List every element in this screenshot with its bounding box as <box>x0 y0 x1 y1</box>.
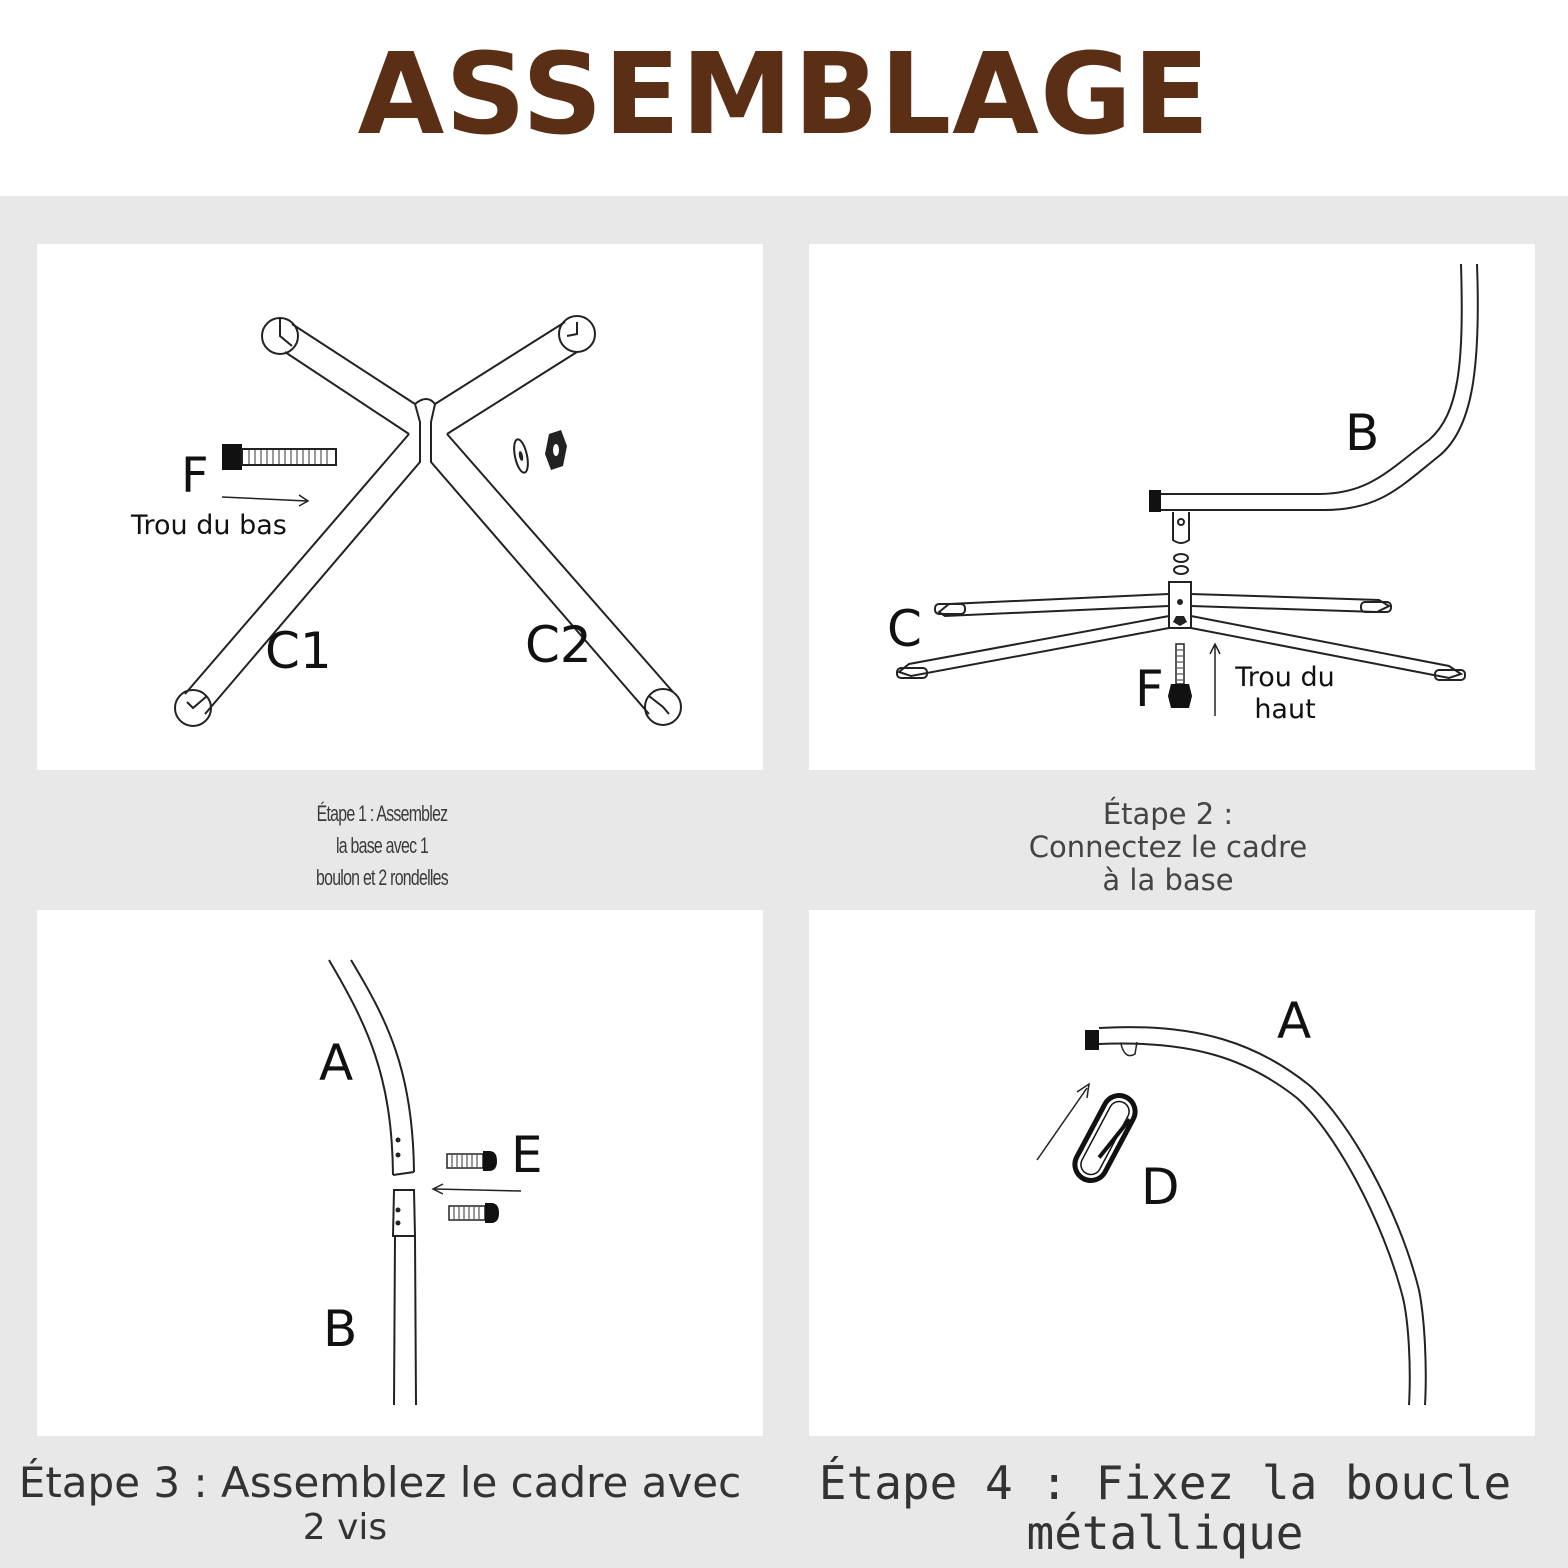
frame-to-base-diagram: B C F Trou du haut <box>887 263 1479 725</box>
frame-hook-hole <box>1120 1041 1138 1057</box>
frame-a-right <box>350 959 415 1173</box>
washer <box>1173 565 1189 575</box>
label-top-hole-2: haut <box>1254 694 1315 725</box>
step-2-caption-line: Connectez le cadre <box>1028 830 1308 864</box>
step-2-caption-line: à la base <box>1102 863 1234 897</box>
step-1-caption-line: boulon et 2 rondelles <box>316 865 449 890</box>
step-3-caption-line: Étape 3 : Assemblez le cadre avec <box>18 1458 742 1507</box>
arrow-head <box>1076 1082 1090 1099</box>
foot-mark <box>566 322 578 337</box>
washer-icon <box>513 438 529 474</box>
frame-a-inner <box>1098 1042 1411 1406</box>
frame-hole <box>395 1207 401 1213</box>
step-2-panel: B C F Trou du haut <box>809 244 1535 770</box>
step-4-caption-line: métallique <box>1026 1506 1304 1560</box>
label-a: A <box>1277 992 1311 1050</box>
base-post <box>1168 581 1192 629</box>
base-leg-front-right <box>1190 615 1464 680</box>
frame-a-end <box>392 1171 415 1176</box>
step-3-caption-line: 2 vis <box>302 1507 388 1548</box>
leg-c2-upper <box>434 321 578 435</box>
arrow-line <box>221 496 308 502</box>
base-leg-front-left <box>896 615 1170 678</box>
base-foot <box>1434 669 1466 681</box>
label-b: B <box>1345 404 1379 462</box>
washer <box>1173 553 1189 563</box>
label-c: C <box>887 600 922 658</box>
arrow-head <box>1209 642 1221 655</box>
leg-c2-lower <box>430 403 674 715</box>
bolt-icon <box>222 444 337 470</box>
screw-icon <box>448 1203 499 1223</box>
arrow-head <box>298 494 310 507</box>
label-b: B <box>323 1300 357 1358</box>
step-3-panel: A E B <box>37 910 763 1436</box>
arrow-line <box>1036 1087 1088 1161</box>
base-foot <box>1360 601 1392 613</box>
frame-hole <box>395 1137 401 1143</box>
label-bottom-hole: Trou du bas <box>130 510 287 541</box>
base-foot <box>896 667 928 679</box>
post-nut <box>1173 616 1187 626</box>
screw-icon <box>446 1151 497 1171</box>
frame-end-cap <box>1085 1030 1099 1050</box>
step-3-caption: Étape 3 : Assemblez le cadre avec 2 vis <box>0 1458 760 1548</box>
arrow-head <box>431 1183 444 1195</box>
base-foot <box>934 603 966 615</box>
step-1-caption-line: la base avec 1 <box>335 833 429 858</box>
frame-b-inner <box>1159 263 1479 511</box>
header: ASSEMBLAGE <box>0 0 1568 196</box>
step-4-caption-line: Étape 4 : Fixez la boucle <box>818 1456 1512 1510</box>
step-1-panel: F Trou du bas C1 C2 <box>37 244 763 770</box>
leg-c1-lower <box>184 403 421 715</box>
foot-mark <box>186 695 208 710</box>
page-title: ASSEMBLAGE <box>357 30 1211 160</box>
frame-a-outer <box>1098 1026 1427 1406</box>
frame-a-left <box>328 959 394 1176</box>
label-d: D <box>1141 1158 1180 1216</box>
base-leg-back-left <box>937 593 1170 618</box>
carabiner-icon <box>1072 1093 1138 1183</box>
frame-joint-diagram: A E B <box>319 959 543 1406</box>
label-c1: C1 <box>265 622 332 680</box>
step-2-caption-line: Étape 2 : <box>1102 797 1234 831</box>
leg-c1-upper <box>284 323 416 435</box>
frame-b-outer <box>1159 263 1463 495</box>
foot-mark <box>279 318 293 347</box>
label-f: F <box>1135 660 1164 718</box>
arrow-line <box>434 1188 522 1192</box>
label-e: E <box>511 1126 543 1184</box>
base-leg-back-right <box>1190 593 1392 614</box>
step-2-caption: Étape 2 : Connectez le cadre à la base <box>968 798 1368 897</box>
frame-end-cap <box>1149 490 1161 512</box>
label-c2: C2 <box>525 616 592 674</box>
leg-joint <box>414 398 436 405</box>
frame-hole <box>395 1220 401 1226</box>
label-top-hole-1: Trou du <box>1234 662 1335 693</box>
step-1-caption: Étape 1 : Assemblez la base avec 1 boulo… <box>274 798 490 894</box>
label-a: A <box>319 1034 353 1092</box>
frame-b <box>393 1235 417 1406</box>
frame-hole <box>395 1152 401 1158</box>
nut-icon <box>545 430 567 470</box>
frame-hole <box>1177 518 1185 526</box>
foot-mark <box>648 695 670 715</box>
step-4-caption: Étape 4 : Fixez la boucle métallique <box>785 1458 1545 1558</box>
foot-bottom-right <box>644 688 682 726</box>
frame-b-sleeve <box>391 1189 417 1237</box>
step-4-panel: A D <box>809 910 1535 1436</box>
base-assembly-diagram: F Trou du bas C1 C2 <box>130 315 682 727</box>
frame-tab <box>1172 512 1190 544</box>
label-f: F <box>181 448 209 504</box>
post-hole <box>1177 599 1183 605</box>
bolt-icon <box>1168 643 1192 708</box>
step-1-caption-line: Étape 1 : Assemblez <box>316 801 448 826</box>
carabiner-diagram: A D <box>1036 992 1427 1406</box>
